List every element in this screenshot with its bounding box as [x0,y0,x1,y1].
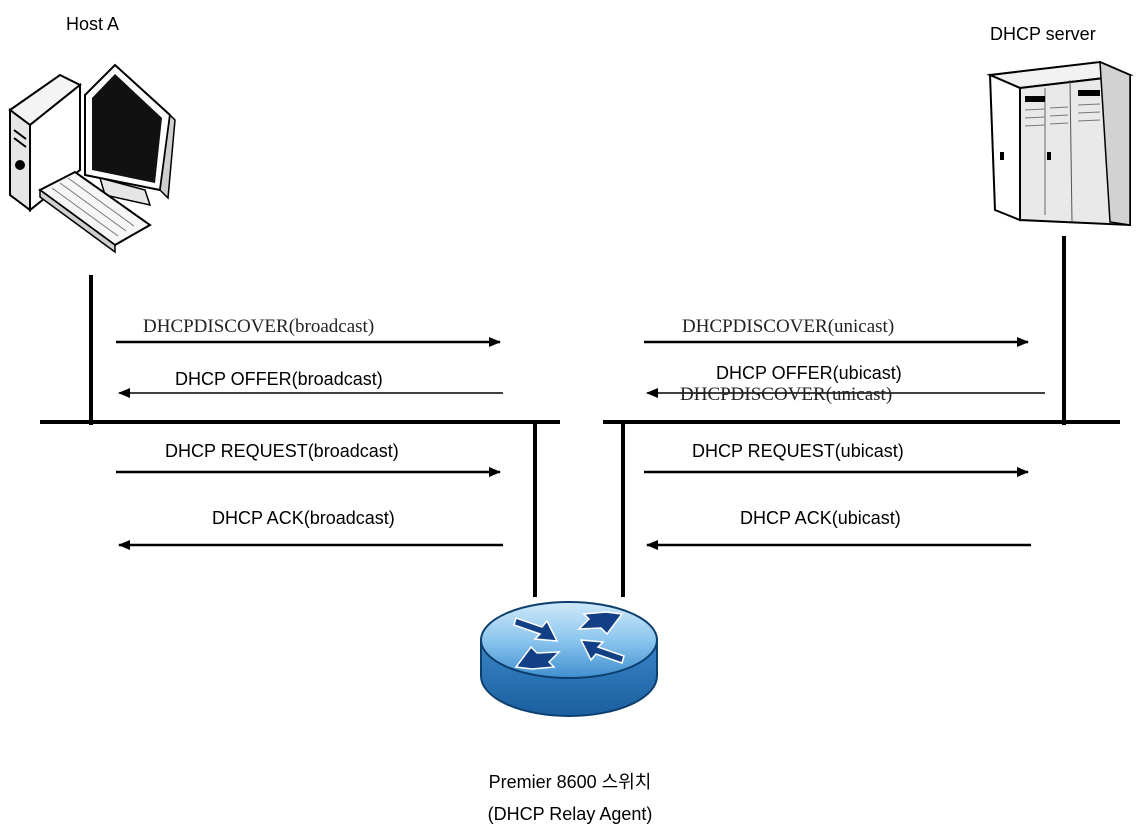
msg-left-offer: DHCP OFFER(broadcast) [175,369,383,389]
left-message-arrows [116,337,503,550]
msg-right-ack: DHCP ACK(ubicast) [740,508,901,528]
router-icon [480,601,658,717]
relay-role-label: (DHCP Relay Agent) [487,804,653,824]
msg-right-request: DHCP REQUEST(ubicast) [692,441,904,461]
msg-left-discover: DHCPDISCOVER(broadcast) [143,316,375,337]
msg-right-discover: DHCPDISCOVER(unicast) [682,316,895,337]
network-lines [40,236,1120,597]
dhcp-server-label: DHCP server [990,24,1096,44]
msg-left-request: DHCP REQUEST(broadcast) [165,441,399,461]
host-computer-icon [8,63,176,254]
right-message-arrows [644,337,1045,550]
msg-right-offer-overlay: DHCPDISCOVER(unicast) [680,384,893,405]
server-icon [986,60,1134,227]
msg-left-ack: DHCP ACK(broadcast) [212,508,395,528]
host-a-label: Host A [66,14,120,34]
msg-right-offer: DHCP OFFER(ubicast) [716,363,902,383]
relay-name-label: Premier 8600 스위치 [488,772,652,792]
